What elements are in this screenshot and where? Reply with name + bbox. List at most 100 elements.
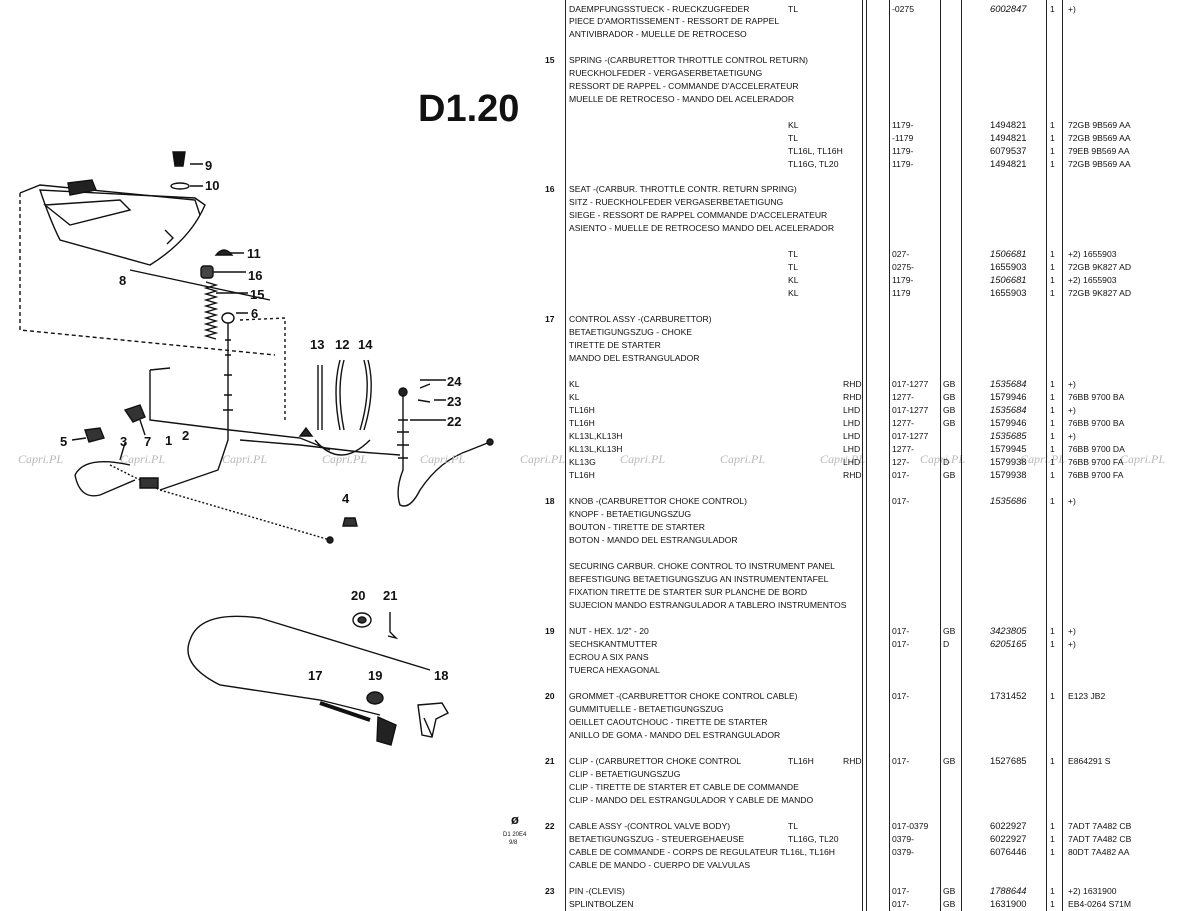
model-spec: TL16G, TL20 bbox=[788, 159, 839, 169]
description: BOTON - MANDO DEL ESTRANGULADOR bbox=[569, 535, 738, 545]
quantity: 1 bbox=[1050, 444, 1055, 454]
part-number: 6002847 bbox=[990, 3, 1027, 14]
remark: +2) 1631900 bbox=[1068, 886, 1117, 896]
callout-1: 1 bbox=[165, 433, 172, 448]
drive-side: LHD bbox=[843, 431, 861, 441]
date-range: -0275 bbox=[892, 4, 914, 14]
callout-3: 3 bbox=[120, 434, 127, 449]
part-number: 1579938 bbox=[990, 469, 1027, 480]
quantity: 1 bbox=[1050, 431, 1055, 441]
date-range: 0379- bbox=[892, 847, 914, 857]
part-number: 1506681 bbox=[990, 248, 1027, 259]
remark: +) bbox=[1068, 626, 1076, 636]
description: BETAETIGUNGSZUG - CHOKE bbox=[569, 327, 693, 337]
remark: 80DT 7A482 AA bbox=[1068, 847, 1130, 857]
part-number: 1579946 bbox=[990, 391, 1027, 402]
callout-19: 19 bbox=[368, 668, 382, 683]
callout-8: 8 bbox=[119, 273, 126, 288]
part-number: 6076446 bbox=[990, 846, 1027, 857]
remark: 72GB 9B569 AA bbox=[1068, 133, 1131, 143]
country-code: GB bbox=[943, 886, 956, 896]
quantity: 1 bbox=[1050, 288, 1055, 298]
model-spec: TL bbox=[788, 4, 799, 14]
description: FIXATION TIRETTE DE STARTER SUR PLANCHE … bbox=[569, 587, 808, 597]
description: RUECKHOLFEDER - VERGASERBETAETIGUNG bbox=[569, 68, 763, 78]
callout-18: 18 bbox=[434, 668, 448, 683]
exploded-parts-diagram: 9 10 8 11 16 15 6 13 12 14 24 23 22 5 3 … bbox=[19, 151, 527, 846]
model-spec: TL bbox=[788, 249, 799, 259]
remark: 76BB 9700 DA bbox=[1068, 444, 1125, 454]
date-range: 0275- bbox=[892, 262, 914, 272]
table-rule bbox=[940, 0, 941, 911]
remark: 72GB 9K827 AD bbox=[1068, 262, 1132, 272]
model-spec: TL16H bbox=[788, 756, 814, 766]
country-code: GB bbox=[943, 756, 956, 766]
description: CABLE DE COMMANDE - CORPS DE REGULATEUR … bbox=[569, 847, 835, 857]
date-range: 1179- bbox=[892, 146, 914, 156]
description: CABLE ASSY -(CONTROL VALVE BODY) bbox=[569, 821, 731, 831]
remark: +) bbox=[1068, 405, 1076, 415]
quantity: 1 bbox=[1050, 834, 1055, 844]
part-number: 1631900 bbox=[990, 898, 1027, 909]
date-range: -1179 bbox=[892, 133, 914, 143]
part-number: 1579946 bbox=[990, 417, 1027, 428]
item-number: 22 bbox=[545, 821, 555, 831]
part-number: 6022927 bbox=[990, 820, 1027, 831]
country-code: GB bbox=[943, 418, 956, 428]
date-range: 1277- bbox=[892, 444, 914, 454]
description: KNOB -(CARBURETTOR CHOKE CONTROL) bbox=[569, 496, 747, 506]
date-range: 1277- bbox=[892, 392, 914, 402]
description: KL13L,KL13H bbox=[569, 444, 623, 454]
model-spec: TL16L, TL16H bbox=[788, 146, 843, 156]
quantity: 1 bbox=[1050, 496, 1055, 506]
table-rule bbox=[862, 0, 863, 911]
quantity: 1 bbox=[1050, 457, 1055, 467]
table-rule bbox=[1062, 0, 1063, 911]
item-number: 20 bbox=[545, 691, 555, 701]
part-number: 1655903 bbox=[990, 261, 1027, 272]
model-spec: KL bbox=[788, 120, 799, 130]
description: GROMMET -(CARBURETTOR CHOKE CONTROL CABL… bbox=[569, 691, 798, 701]
date-range: 017- bbox=[892, 691, 910, 701]
date-range: 017- bbox=[892, 886, 910, 896]
date-range: 0379- bbox=[892, 834, 914, 844]
callout-24: 24 bbox=[447, 374, 462, 389]
description: ANTIVIBRADOR - MUELLE DE RETROCESO bbox=[569, 29, 747, 39]
drive-side: RHD bbox=[843, 756, 862, 766]
date-range: 1179- bbox=[892, 159, 914, 169]
date-range: 017-0379 bbox=[892, 821, 929, 831]
item-number: 23 bbox=[545, 886, 555, 896]
table-rule bbox=[889, 0, 890, 911]
model-spec: KL bbox=[788, 275, 799, 285]
remark: +) bbox=[1068, 379, 1076, 389]
callout-22: 22 bbox=[447, 414, 461, 429]
table-rule bbox=[1046, 0, 1047, 911]
description: PIN -(CLEVIS) bbox=[569, 886, 625, 896]
date-range: 017- bbox=[892, 626, 910, 636]
description: CABLE DE MANDO - CUERPO DE VALVULAS bbox=[569, 860, 751, 870]
item-number: 17 bbox=[545, 314, 555, 324]
callout-7: 7 bbox=[144, 434, 151, 449]
part-number: 1535686 bbox=[990, 495, 1027, 506]
description: KL13L,KL13H bbox=[569, 431, 623, 441]
callout-9: 9 bbox=[205, 158, 212, 173]
description: CONTROL ASSY -(CARBURETTOR) bbox=[569, 314, 712, 324]
watermark: Capri.PL bbox=[120, 452, 166, 466]
quantity: 1 bbox=[1050, 899, 1055, 909]
part-number: 1535684 bbox=[990, 378, 1027, 389]
drive-side: RHD bbox=[843, 392, 862, 402]
quantity: 1 bbox=[1050, 886, 1055, 896]
quantity: 1 bbox=[1050, 249, 1055, 259]
watermark: Capri.PL bbox=[720, 452, 766, 466]
watermark: Capri.PL bbox=[420, 452, 466, 466]
description: CLIP - (CARBURETTOR CHOKE CONTROL bbox=[569, 756, 742, 766]
remark: +) bbox=[1068, 496, 1076, 506]
description: TL16H bbox=[569, 418, 595, 428]
part-number: 1788644 bbox=[990, 885, 1027, 896]
remark: 76BB 9700 FA bbox=[1068, 470, 1124, 480]
description: SITZ - RUECKHOLFEDER VERGASERBETAETIGUNG bbox=[569, 197, 784, 207]
remark: +) bbox=[1068, 431, 1076, 441]
date-range: 1277- bbox=[892, 418, 914, 428]
description: CLIP - TIRETTE DE STARTER ET CABLE DE CO… bbox=[569, 782, 799, 792]
model-spec: TL bbox=[788, 262, 799, 272]
